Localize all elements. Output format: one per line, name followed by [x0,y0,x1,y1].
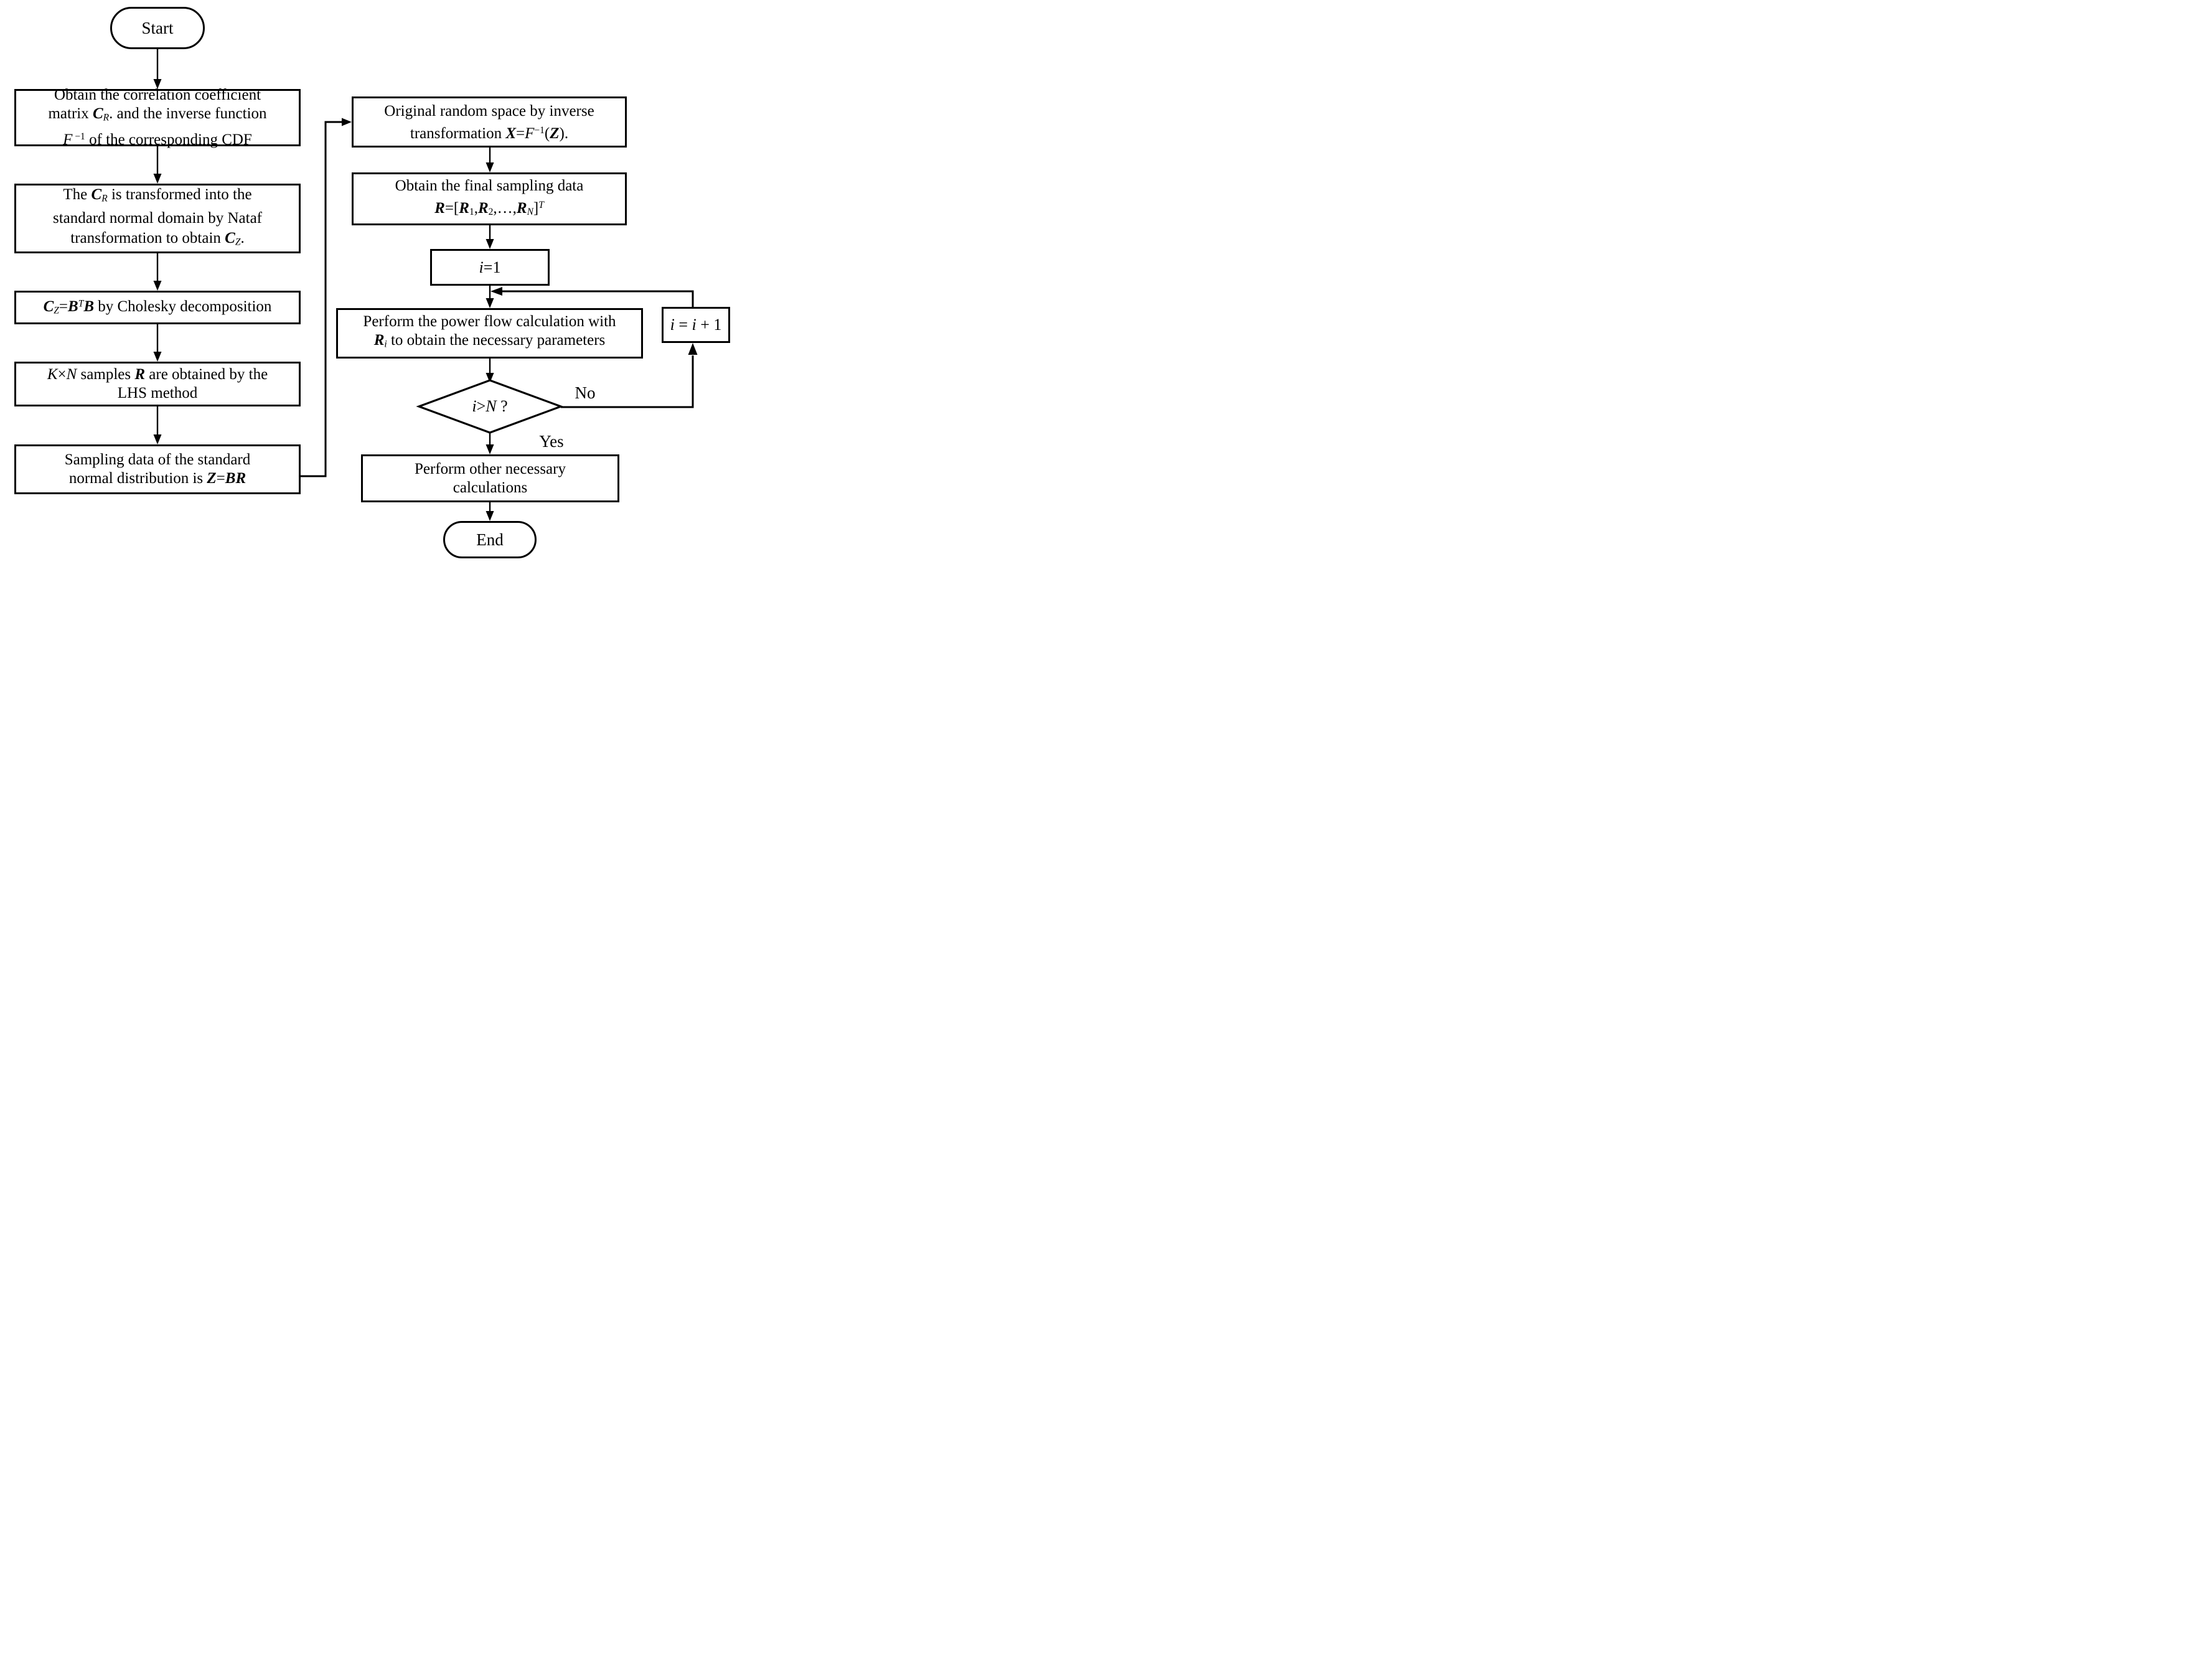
arrowhead-down-icon [153,79,162,89]
node-text-line: K×N samples R are obtained by the [47,366,268,383]
arrow-power-flow-to-decision [486,359,494,383]
node-text-line: standard normal domain by Nataf [52,210,262,227]
node-text-line: Sampling data of the standard [64,451,251,468]
node-text-line: Yes [539,431,564,451]
arrow-final-sampling-to-i-init [486,225,494,249]
node-text-line: calculations [453,479,528,496]
arrowhead-right-icon [342,118,352,126]
start-terminal: Start [110,7,205,49]
arrowhead-down-icon [486,239,494,249]
node-text-line: LHS method [117,385,198,401]
process-box-inverse-transform: Original random space by inverse transfor… [352,96,627,148]
node-text-line: Ri to obtain the necessary parameters [373,332,606,350]
arrow-i-init-to-power-flow [486,286,494,308]
arrowhead-down-icon [153,434,162,444]
connector-sampling-to-inverse-transform [301,118,352,477]
arrowhead-down-icon [153,352,162,362]
arrow-correlation-to-nataf [153,146,162,184]
process-box-i-init: i=1 [430,249,550,286]
node-text-line: Obtain the correlation coefficient [54,87,261,104]
connector-lines [153,49,698,521]
arrow-decision-yes-to-calculations [486,433,494,454]
node-text-line: R=[R1,R2,…,RN]T [434,199,544,218]
arrowhead-down-icon [486,373,494,383]
process-box-nataf-transform: The CR is transformed into the standard n… [14,184,301,253]
arrowhead-down-icon [486,298,494,308]
node-text-line: Original random space by inverse [384,102,594,120]
arrow-start-to-correlation [153,49,162,89]
node-text-line: Obtain the final sampling data [395,177,584,194]
node-text-line: transformation to obtain CZ. [70,230,245,248]
node-text-line: No [575,383,596,402]
node-text-line: matrix CR. and the inverse function [48,105,267,123]
node-text-line: i=1 [479,258,501,276]
arrow-calculations-to-end [486,502,494,521]
process-box-i-increment: i = i + 1 [662,307,730,343]
process-box-cholesky-decomposition: CZ=BTB by Cholesky decomposition [14,291,301,324]
arrow-inverse-to-final-sampling [486,148,494,172]
end-terminal: End [443,521,537,558]
arrowhead-down-icon [486,511,494,521]
process-box-other-calculations: Perform other necessary calculations [361,454,619,502]
flowchart-canvas: Start Obtain the correlation coefficient… [0,0,732,560]
feedback-return-path [502,290,694,307]
arrow-lhs-to-sampling [153,406,162,444]
arrowhead-down-icon [153,174,162,184]
node-text-line: Start [141,18,174,37]
no-branch-path [561,355,694,408]
arrow-cholesky-to-lhs [153,324,162,362]
arrowhead-up-icon [688,343,698,355]
no-branch-label: No [563,381,607,405]
arrow-nataf-to-cholesky [153,253,162,291]
node-text-line: transformation X=F−1(Z). [410,124,569,142]
arrowhead-down-icon [153,281,162,291]
node-text-line: Perform the power flow calculation with [363,313,616,331]
node-text-line: Perform other necessary [415,460,566,477]
arrowhead-down-icon [486,162,494,172]
yes-branch-label: Yes [528,429,575,453]
node-text-line: i = i + 1 [670,316,722,334]
node-text-line: F −1 of the corresponding CDF [63,131,252,148]
decision-diamond-i-gt-n: i>N ? [413,380,567,433]
process-box-standard-normal-sampling: Sampling data of the standard normal dist… [14,444,301,494]
connector-path [301,121,342,477]
arrowhead-left-icon [490,287,502,296]
node-text-line: CZ=BTB by Cholesky decomposition [43,298,272,316]
node-text-line: The CR is transformed into the [63,185,252,204]
node-text-line: i>N ? [472,397,508,415]
no-feedback-loop [490,287,698,408]
node-text-line: End [476,530,504,549]
arrowhead-down-icon [486,444,494,454]
node-text-line: normal distribution is Z=BR [68,470,246,487]
